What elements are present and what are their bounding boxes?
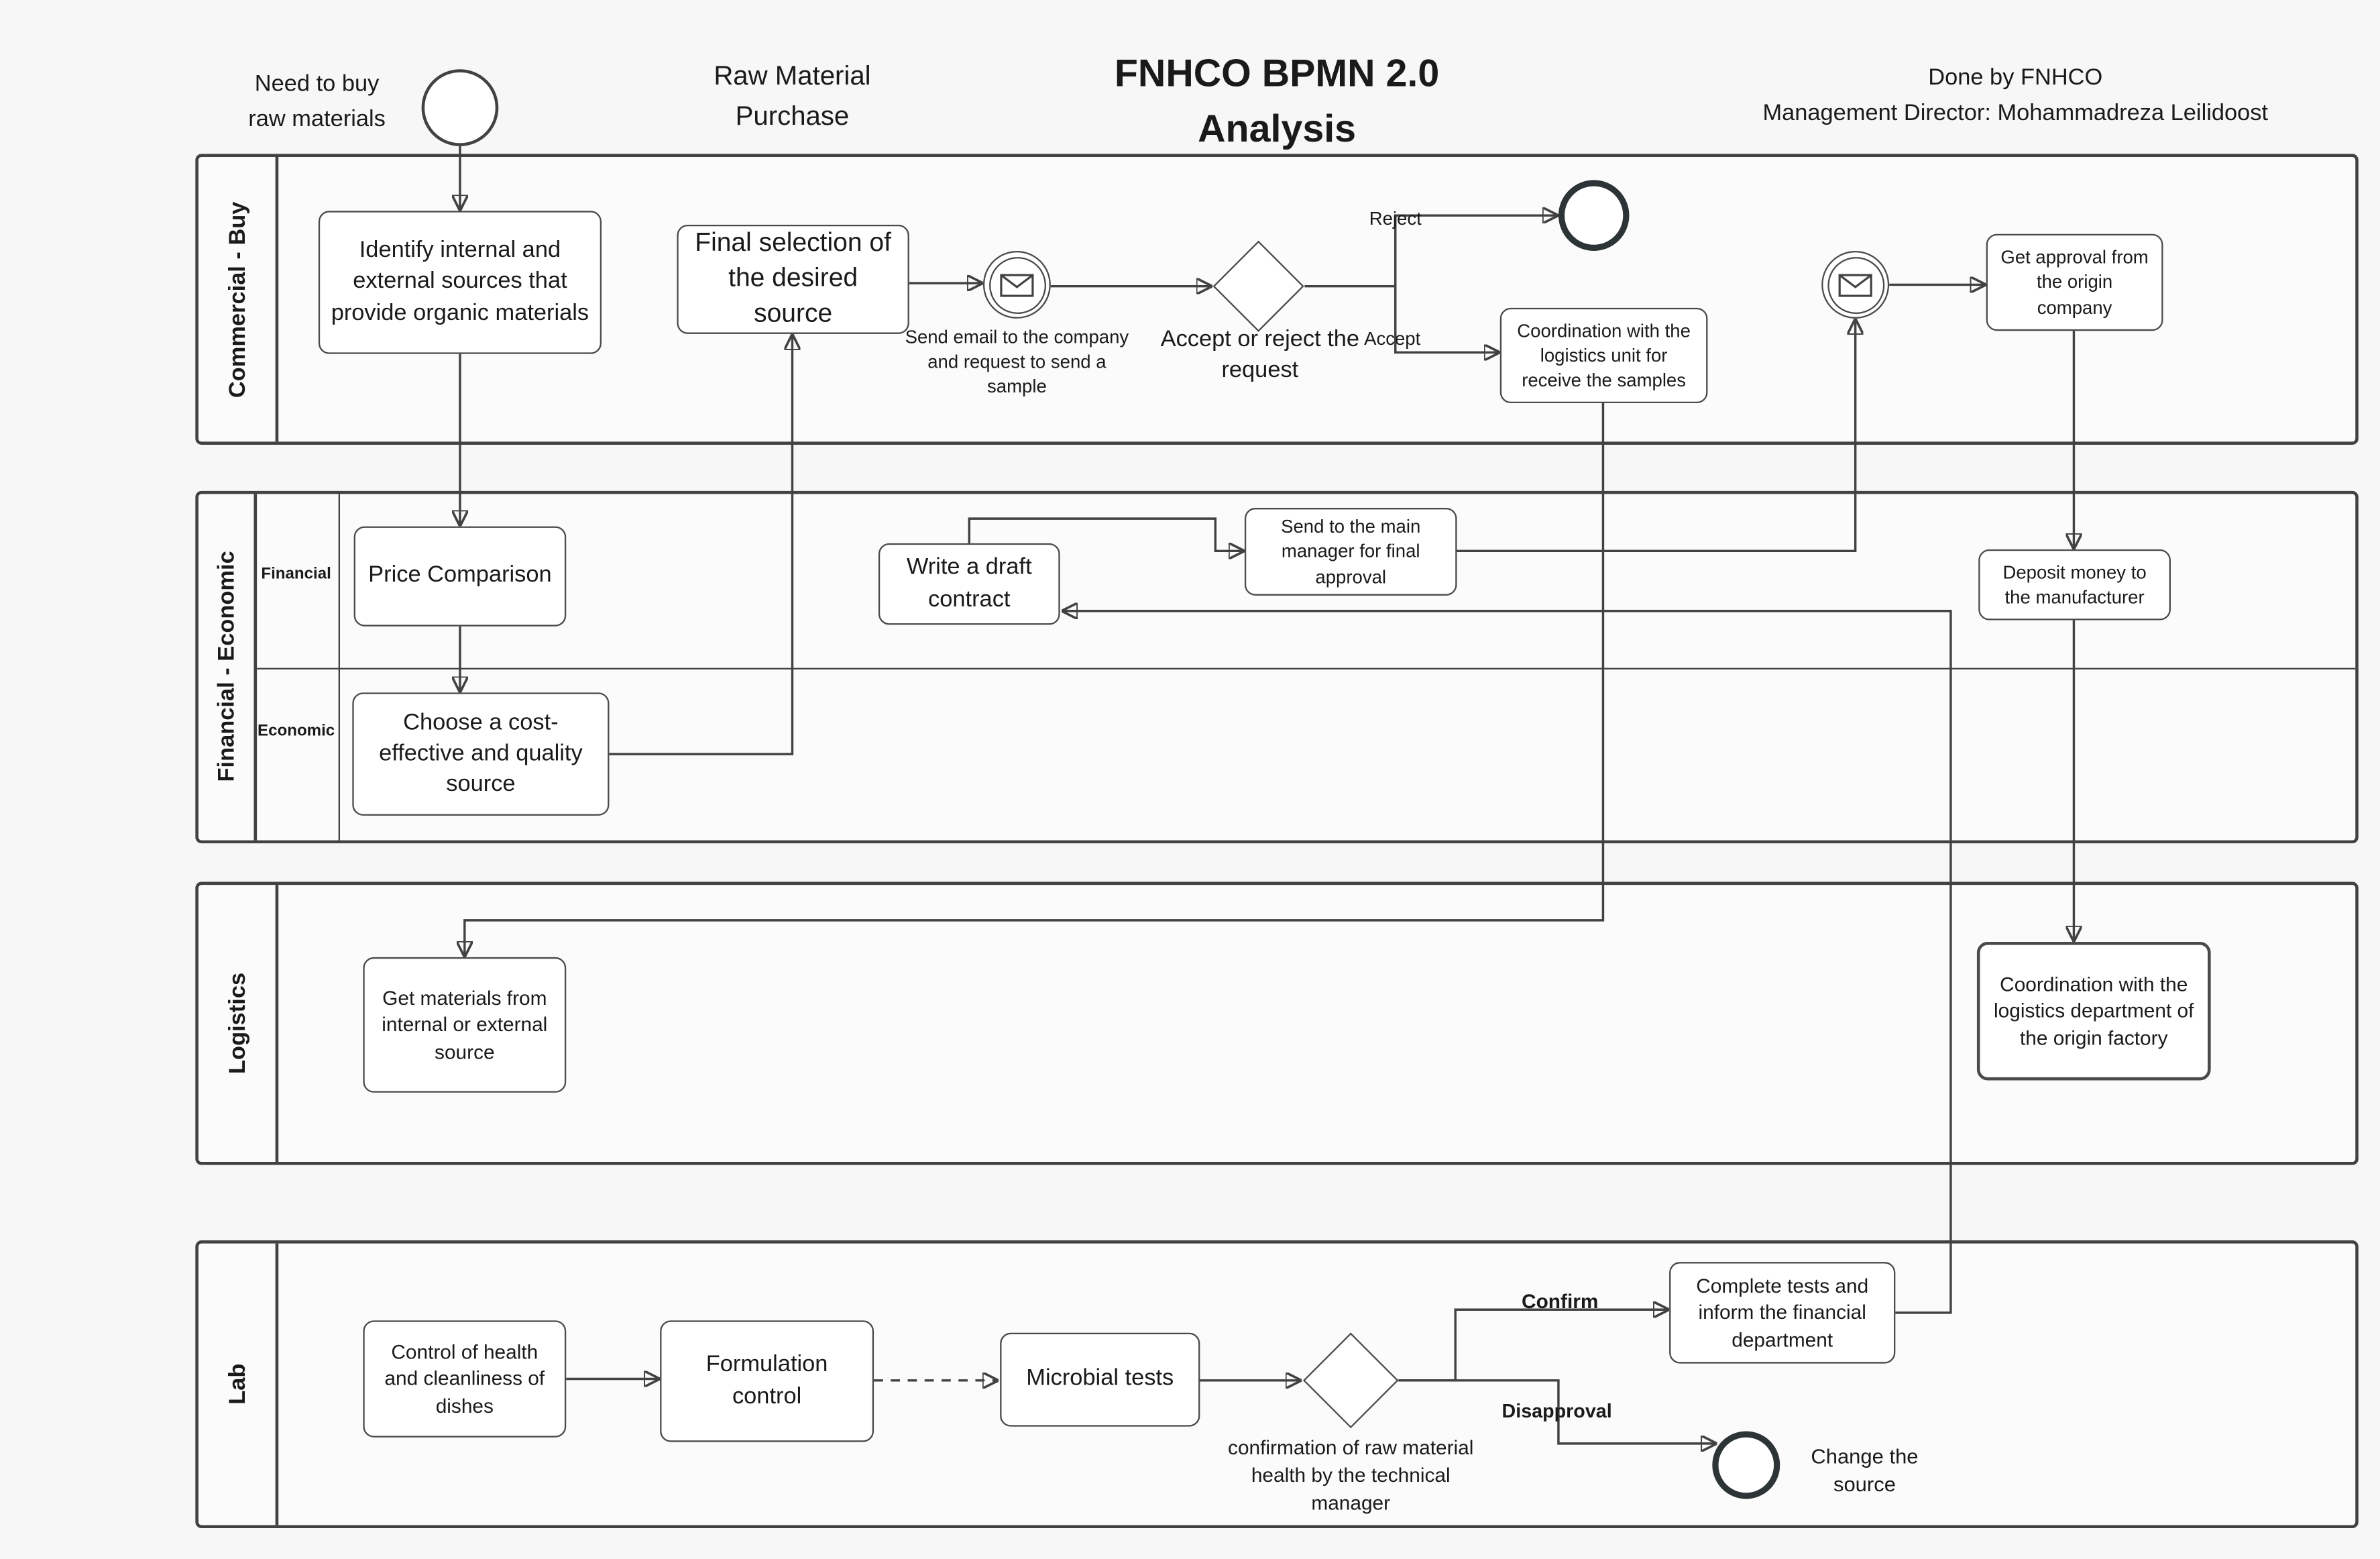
label-change-source: Change the source bbox=[1811, 1445, 1919, 1497]
task-final-selection: Final selection of the desired source bbox=[677, 224, 909, 334]
diagram-title-line1: FNHCO BPMN 2.0 bbox=[1114, 52, 1440, 96]
credit-line2: Management Director: Mohammadreza Leilid… bbox=[1762, 99, 2269, 125]
sublane-divider bbox=[253, 667, 2356, 669]
lane-lab-band: Lab bbox=[199, 1243, 279, 1525]
message-event-inner-circle bbox=[1827, 256, 1884, 313]
task-control-health: Control of health and cleanliness of dis… bbox=[363, 1320, 567, 1438]
label-accept: Accept bbox=[1364, 327, 1421, 350]
task-get-materials: Get materials from internal or external … bbox=[363, 957, 567, 1093]
task-coordination-logistics-unit: Coordination with the logistics unit for… bbox=[1499, 307, 1708, 404]
diagram-credit: Done by FNHCO Management Director: Moham… bbox=[1662, 62, 2369, 131]
sublane-economic-label: Economic bbox=[258, 721, 335, 741]
label-accept-or-reject: Accept or reject the request bbox=[1160, 326, 1360, 384]
lane-logistics-label: Logistics bbox=[223, 973, 250, 1075]
lane-commercial-buy-band: Commercial - Buy bbox=[199, 156, 279, 442]
task-identify-sources: Identify internal and external sources t… bbox=[318, 211, 602, 354]
start-note: Need to buy raw materials bbox=[248, 70, 386, 132]
lane-financial-economic-label: Financial - Economic bbox=[213, 551, 239, 783]
task-choose-cost-effective: Choose a cost-effective and quality sour… bbox=[352, 692, 610, 816]
envelope-icon bbox=[1000, 273, 1034, 297]
label-reject: Reject bbox=[1369, 207, 1422, 229]
sublane-label-column bbox=[254, 494, 340, 841]
message-event-inner-circle bbox=[988, 256, 1045, 313]
diagram-subtitle: Raw Material Purchase bbox=[714, 60, 871, 131]
diagram-title: FNHCO BPMN 2.0 Analysis bbox=[954, 46, 1600, 158]
lane-logistics-band: Logistics bbox=[199, 885, 279, 1163]
lane-commercial-buy-label: Commercial - Buy bbox=[223, 201, 250, 398]
task-formulation-control: Formulation control bbox=[660, 1320, 874, 1442]
task-microbial-tests: Microbial tests bbox=[1000, 1332, 1200, 1427]
lane-lab-label: Lab bbox=[223, 1363, 250, 1405]
task-coordination-logistics-dept: Coordination with the logistics departme… bbox=[1976, 941, 2211, 1081]
label-confirm: Confirm bbox=[1522, 1289, 1599, 1313]
start-event bbox=[421, 69, 499, 146]
message-event-approval bbox=[1821, 250, 1890, 319]
end-event-reject bbox=[1558, 180, 1630, 251]
end-event-change-source bbox=[1712, 1431, 1780, 1499]
label-disapproval: Disapproval bbox=[1501, 1400, 1612, 1422]
message-event-send-sample bbox=[982, 250, 1051, 319]
task-get-approval-origin: Get approval from the origin company bbox=[1986, 233, 2163, 331]
label-confirmation-raw-material: confirmation of raw material health by t… bbox=[1228, 1436, 1474, 1515]
task-deposit-money: Deposit money to the manufacturer bbox=[1978, 549, 2171, 621]
task-write-draft-contract: Write a draft contract bbox=[878, 543, 1060, 625]
lane-financial-economic-band: Financial - Economic bbox=[199, 494, 258, 841]
diagram-title-line2: Analysis bbox=[1198, 108, 1357, 152]
task-price-comparison: Price Comparison bbox=[353, 526, 567, 627]
sublane-financial-label: Financial bbox=[261, 564, 331, 584]
envelope-icon bbox=[1838, 273, 1872, 297]
credit-line1: Done by FNHCO bbox=[1928, 64, 2103, 91]
task-complete-tests: Complete tests and inform the financial … bbox=[1669, 1262, 1896, 1364]
label-send-email: Send email to the company and request to… bbox=[905, 326, 1129, 398]
task-send-main-manager: Send to the main manager for final appro… bbox=[1244, 508, 1457, 596]
